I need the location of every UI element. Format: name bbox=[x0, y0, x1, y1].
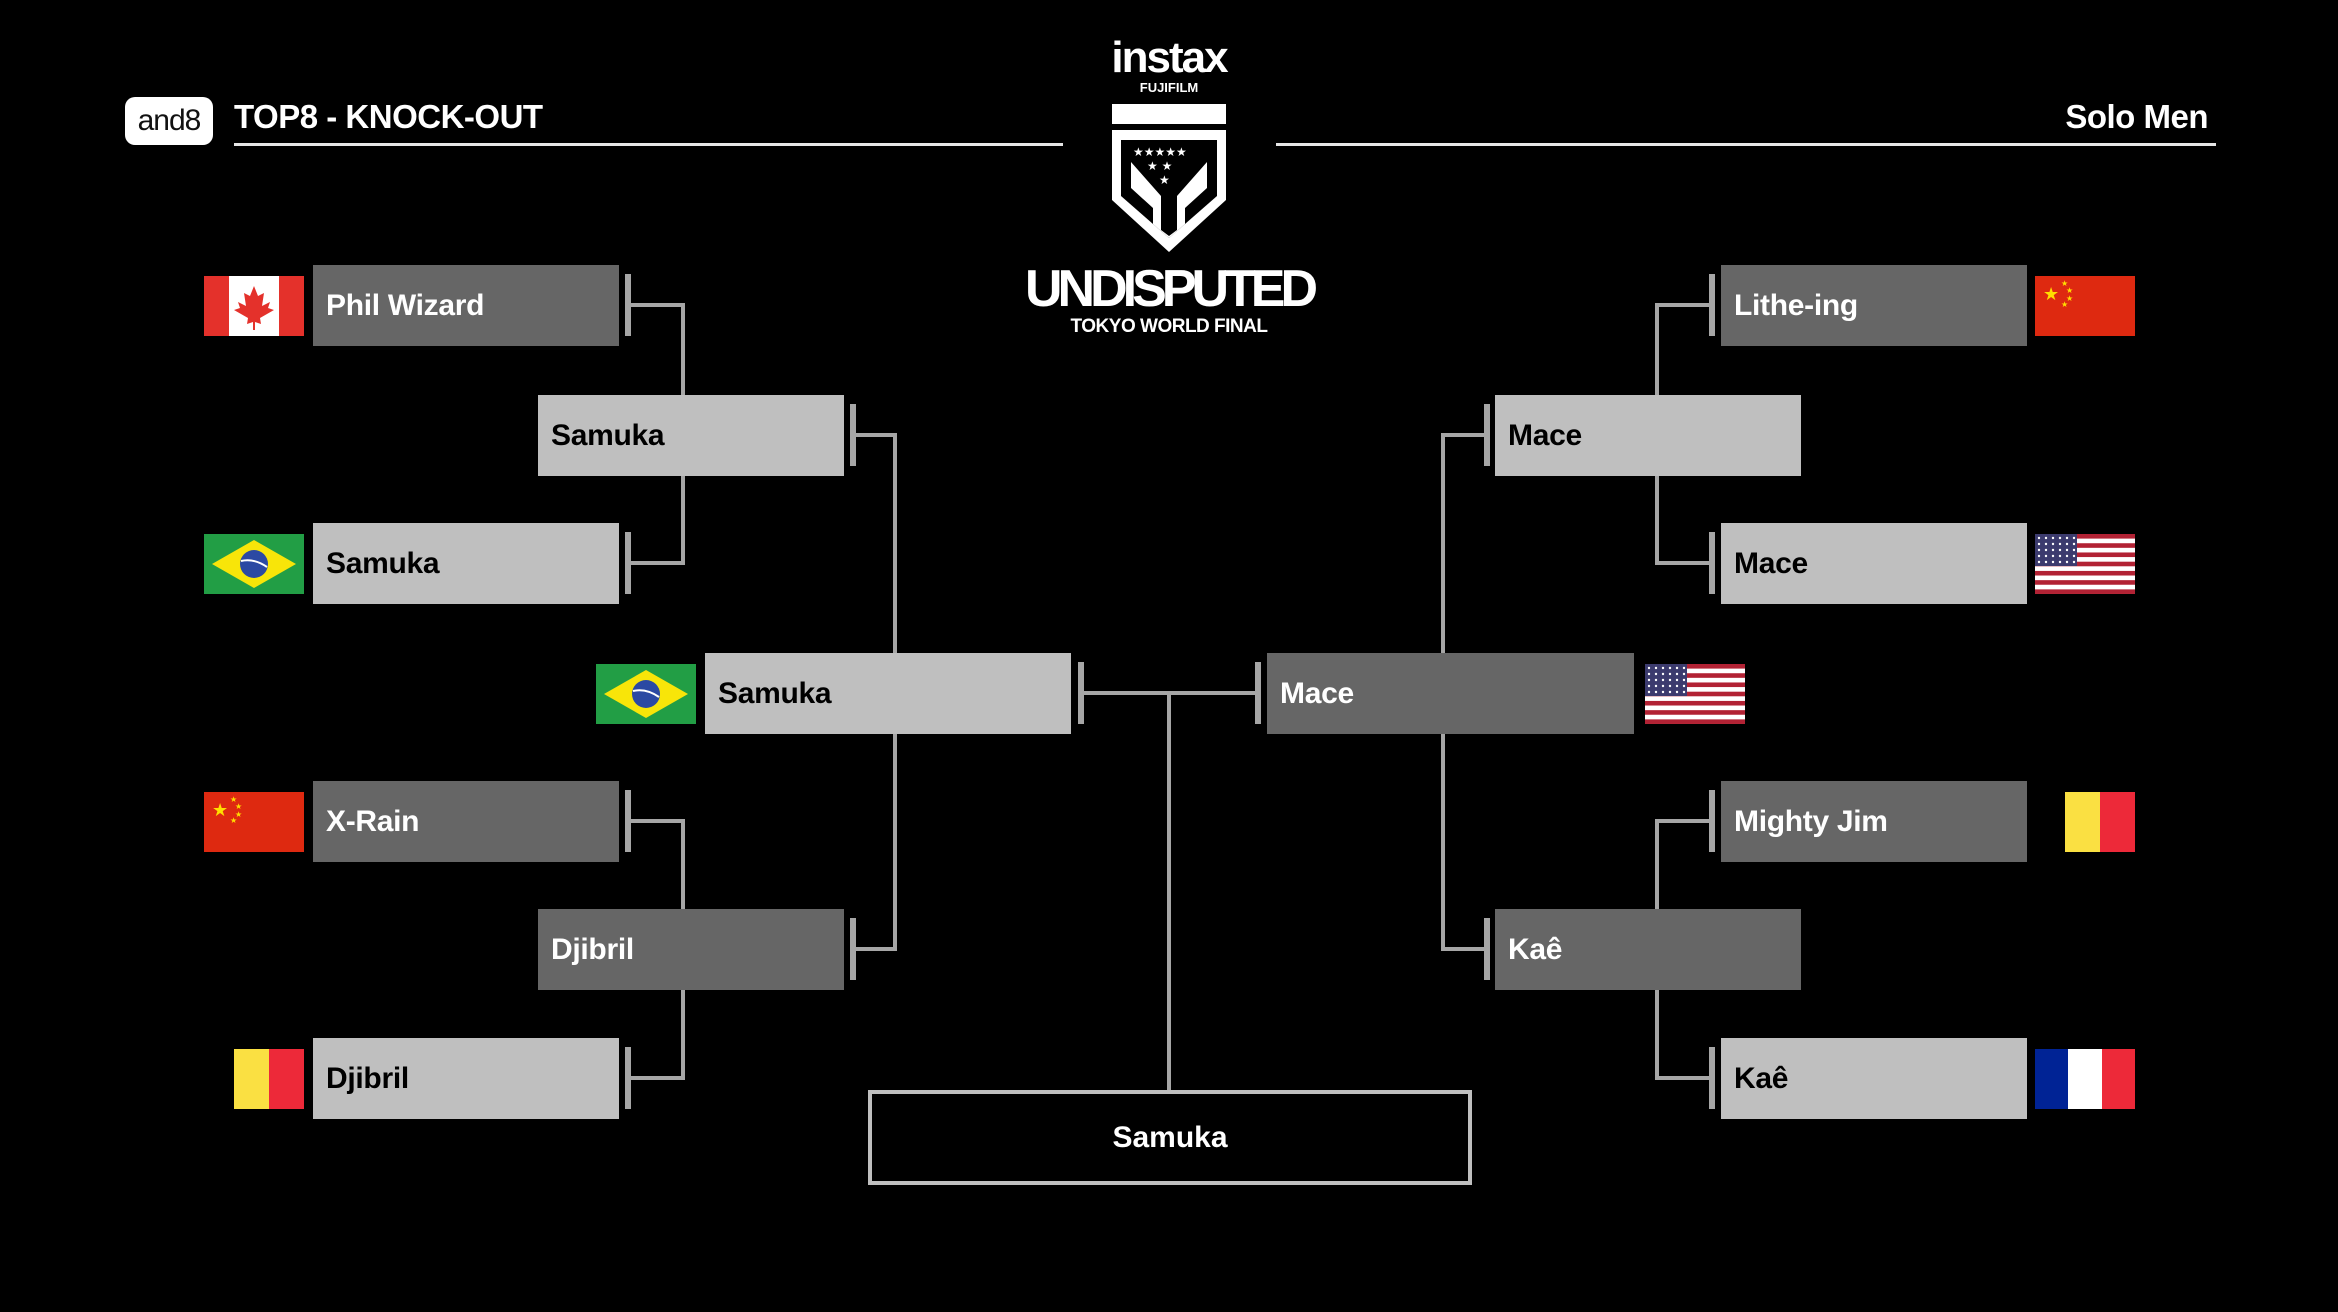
connector-line bbox=[853, 433, 897, 437]
header-divider-right bbox=[1276, 143, 2216, 146]
match-slot: Samuka bbox=[538, 395, 844, 476]
match-slot: Phil Wizard bbox=[313, 265, 619, 346]
bracket-tick bbox=[1255, 662, 1261, 724]
connector-line bbox=[1655, 819, 1712, 823]
belgium-flag-icon bbox=[2065, 792, 2135, 852]
competitor-name: Mighty Jim bbox=[1734, 804, 1888, 838]
match-slot: Mighty Jim bbox=[1721, 781, 2027, 862]
china-flag-icon: ★★★★★ bbox=[2035, 276, 2135, 336]
semifinal-slot: Mace bbox=[1267, 653, 1634, 734]
competitor-name: Djibril bbox=[326, 1061, 409, 1095]
bracket-tick bbox=[1484, 404, 1490, 466]
connector-line bbox=[1655, 476, 1659, 563]
connector-line bbox=[681, 305, 685, 395]
svg-text:★: ★ bbox=[2061, 300, 2068, 309]
svg-text:★: ★ bbox=[230, 795, 237, 804]
svg-text:★: ★ bbox=[2066, 294, 2073, 303]
champion-name: Samuka bbox=[1112, 1120, 1228, 1154]
competitor-name: Phil Wizard bbox=[326, 288, 485, 322]
competitor-name: Kaê bbox=[1734, 1061, 1789, 1095]
connector-line bbox=[1655, 990, 1659, 1078]
connector-line bbox=[1655, 821, 1659, 909]
connector-line bbox=[853, 947, 897, 951]
connector-line bbox=[1169, 691, 1257, 695]
champion-box: Samuka bbox=[868, 1090, 1472, 1185]
connector-line bbox=[1655, 1076, 1712, 1080]
usa-flag-icon bbox=[1645, 664, 1745, 724]
connector-line bbox=[893, 435, 897, 653]
svg-text:★: ★ bbox=[230, 816, 237, 825]
logo-tagline: TOKYO WORLD FINAL bbox=[1070, 316, 1268, 337]
usa-flag-icon bbox=[2035, 534, 2135, 594]
connector-line bbox=[628, 819, 685, 823]
svg-text:★: ★ bbox=[2043, 284, 2059, 305]
canada-flag-icon bbox=[204, 276, 304, 336]
competitor-name: Lithe-ing bbox=[1734, 288, 1858, 322]
competitor-name: Samuka bbox=[718, 676, 832, 710]
match-slot: Djibril bbox=[538, 909, 844, 990]
match-slot: Lithe-ing bbox=[1721, 265, 2027, 346]
logo-sub: FUJIFILM bbox=[1139, 80, 1199, 95]
bracket-tick bbox=[1709, 532, 1715, 594]
match-slot: Kaê bbox=[1721, 1038, 2027, 1119]
belgium-flag-icon bbox=[234, 1049, 304, 1109]
connector-line bbox=[893, 734, 897, 949]
shield-icon: ★★★★★★ ★★ bbox=[1112, 104, 1226, 252]
svg-text:★: ★ bbox=[2061, 279, 2068, 288]
competitor-name: Kaê bbox=[1508, 932, 1563, 966]
svg-text:★: ★ bbox=[1159, 173, 1170, 187]
competitor-name: Mace bbox=[1508, 418, 1582, 452]
france-flag-icon bbox=[2035, 1049, 2135, 1109]
competitor-name: Mace bbox=[1280, 676, 1354, 710]
connector-line bbox=[1655, 305, 1659, 395]
svg-text:★: ★ bbox=[212, 800, 228, 821]
match-slot: Samuka bbox=[313, 523, 619, 604]
bracket-tick bbox=[1709, 790, 1715, 852]
page-title: TOP8 - KNOCK-OUT bbox=[234, 98, 543, 135]
connector-line bbox=[681, 476, 685, 563]
china-flag-icon: ★★★★★ bbox=[204, 792, 304, 852]
event-logo: instax FUJIFILM ★★★★★★ ★★ UNDISPUTED TOK… bbox=[1019, 36, 1319, 338]
connector-line bbox=[628, 303, 685, 307]
svg-text:★: ★ bbox=[235, 802, 242, 811]
category-label: Solo Men bbox=[2065, 98, 2208, 135]
match-slot: Mace bbox=[1721, 523, 2027, 604]
logo-event: UNDISPUTED bbox=[1024, 260, 1318, 318]
match-slot: Mace bbox=[1495, 395, 1801, 476]
connector-line bbox=[681, 821, 685, 909]
bracket-tick bbox=[1709, 1047, 1715, 1109]
brazil-flag-icon bbox=[204, 534, 304, 594]
bracket-tick bbox=[1484, 918, 1490, 980]
svg-text:★: ★ bbox=[2066, 286, 2073, 295]
connector-line bbox=[628, 1076, 685, 1080]
connector-line bbox=[1441, 947, 1487, 951]
connector-line bbox=[1167, 691, 1171, 1090]
competitor-name: Djibril bbox=[551, 932, 634, 966]
competitor-name: Samuka bbox=[326, 546, 440, 580]
bracket-tick bbox=[1709, 274, 1715, 336]
connector-line bbox=[1441, 433, 1487, 437]
match-slot: X-Rain bbox=[313, 781, 619, 862]
match-slot: Djibril bbox=[313, 1038, 619, 1119]
connector-line bbox=[1655, 303, 1712, 307]
connector-line bbox=[1441, 734, 1445, 949]
brazil-flag-icon bbox=[596, 664, 696, 724]
competitor-name: Samuka bbox=[551, 418, 665, 452]
competitor-name: X-Rain bbox=[326, 804, 420, 838]
connector-line bbox=[1655, 561, 1712, 565]
logo-brand: instax bbox=[1111, 33, 1228, 82]
connector-line bbox=[1441, 435, 1445, 653]
header-divider-left bbox=[234, 143, 1063, 146]
match-slot: Kaê bbox=[1495, 909, 1801, 990]
competitor-name: Mace bbox=[1734, 546, 1808, 580]
connector-line bbox=[681, 990, 685, 1078]
svg-text:★ ★: ★ ★ bbox=[1147, 159, 1172, 173]
svg-text:★: ★ bbox=[235, 810, 242, 819]
and8-badge: and8 bbox=[125, 97, 213, 145]
semifinal-slot: Samuka bbox=[705, 653, 1071, 734]
svg-text:★★★★★: ★★★★★ bbox=[1133, 145, 1187, 159]
connector-line bbox=[628, 561, 685, 565]
